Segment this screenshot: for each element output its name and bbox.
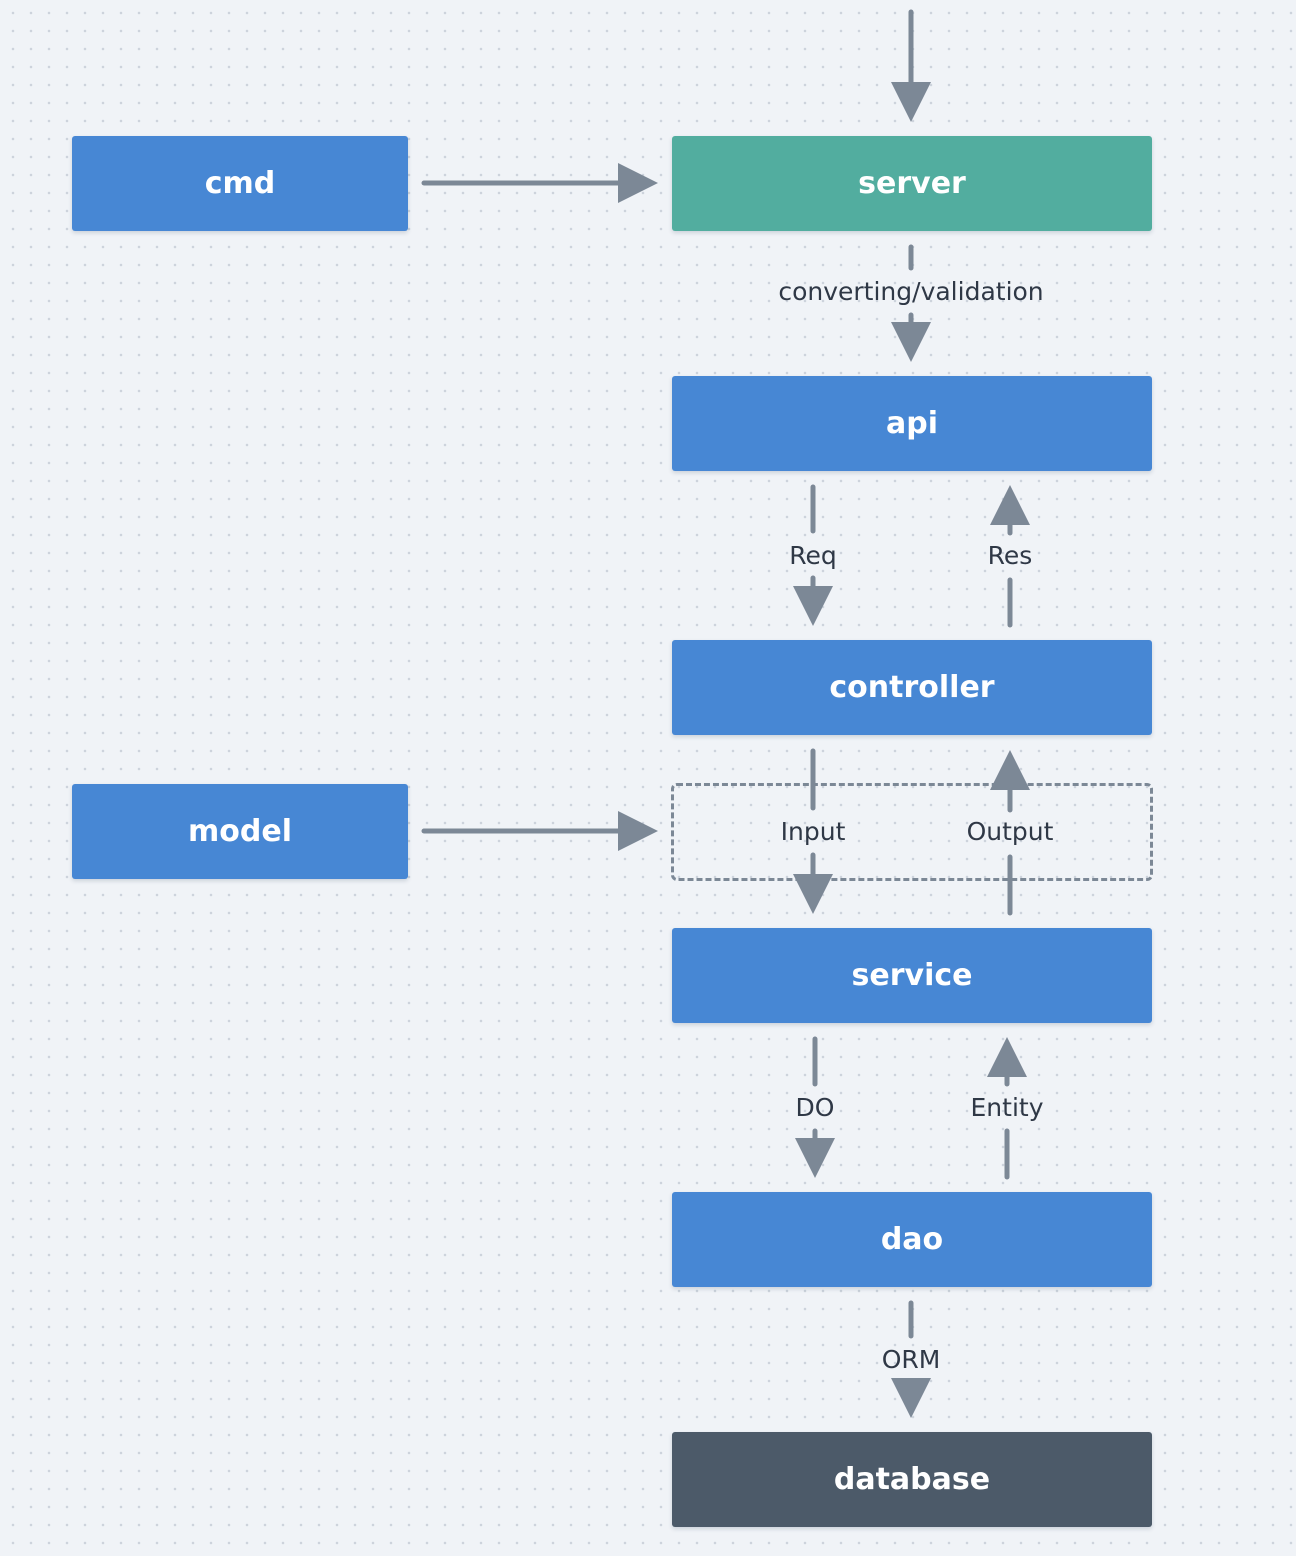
- edge-label-do: DO: [795, 1093, 835, 1122]
- edge-label-entity: Entity: [970, 1093, 1044, 1122]
- api-node[interactable]: api: [672, 376, 1152, 471]
- edge-label-orm: ORM: [881, 1345, 941, 1374]
- edge-label-input: Input: [780, 817, 846, 846]
- service-node[interactable]: service: [672, 928, 1152, 1023]
- edge-label-converting-validation: converting/validation: [778, 277, 1044, 306]
- edge-label-res: Res: [987, 541, 1033, 570]
- cmd-node[interactable]: cmd: [72, 136, 408, 231]
- model-conversion-group: [671, 783, 1153, 881]
- edge-label-req: Req: [789, 541, 837, 570]
- database-node[interactable]: database: [672, 1432, 1152, 1527]
- model-node[interactable]: model: [72, 784, 408, 879]
- edge-label-output: Output: [966, 817, 1054, 846]
- controller-node[interactable]: controller: [672, 640, 1152, 735]
- server-node[interactable]: server: [672, 136, 1152, 231]
- dao-node[interactable]: dao: [672, 1192, 1152, 1287]
